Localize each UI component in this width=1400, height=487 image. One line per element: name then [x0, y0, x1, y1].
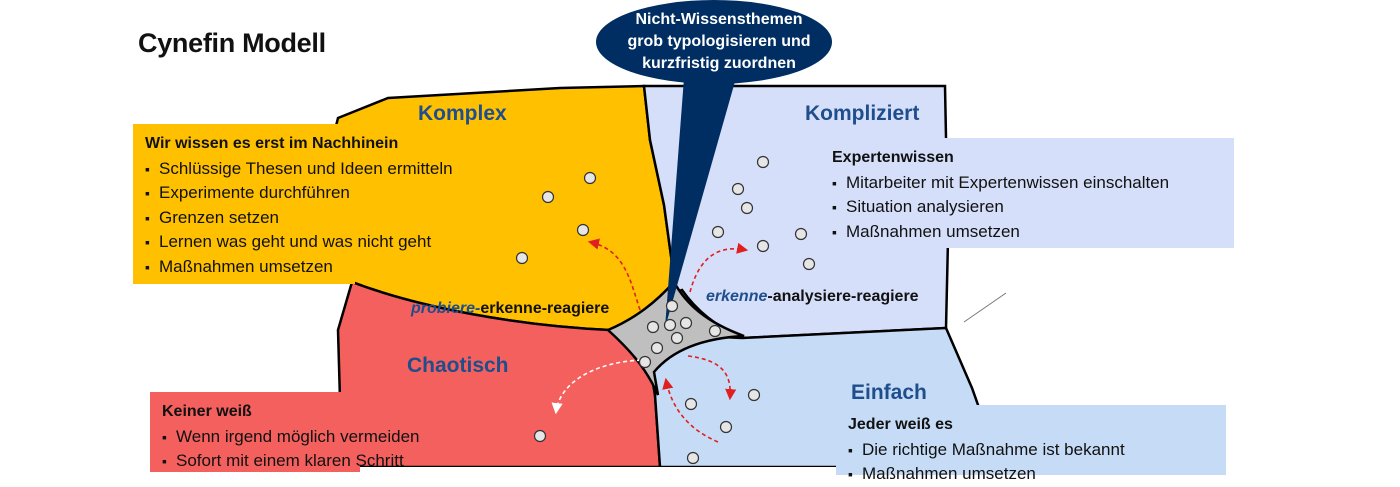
- heading-einfach: Einfach: [851, 381, 927, 404]
- einfach-list: Die richtige Maßnahme ist bekannt Maßnah…: [848, 438, 1214, 487]
- heading-komplex: Komplex: [418, 102, 507, 125]
- practice-kompliziert: erkenne-analysiere-reagiere: [706, 288, 919, 306]
- callout-line: grob typologisieren und: [627, 33, 811, 50]
- callout-pointer: [665, 78, 736, 328]
- list-item: Schlüssige Thesen und Ideen ermitteln: [145, 157, 481, 182]
- kompliziert-box: Expertenwissen Mitarbeiter mit Expertenw…: [820, 138, 1234, 248]
- list-item: Lernen was geht und was nicht geht: [145, 230, 481, 255]
- dot: [583, 171, 597, 185]
- arrow-to-komplex: [587, 238, 641, 311]
- dot: [638, 355, 652, 369]
- practice-kompliziert-rest: -analysiere-reagiere: [767, 288, 919, 305]
- dot: [515, 251, 529, 265]
- callout-line: kurzfristig zuordnen: [642, 55, 796, 72]
- arrow-to-einfach: [687, 355, 737, 401]
- list-item: Situation analysieren: [832, 195, 1222, 220]
- list-item: Grenzen setzen: [145, 206, 481, 231]
- dot: [731, 182, 745, 196]
- dot: [756, 239, 770, 253]
- dot: [576, 223, 590, 237]
- dot: [665, 299, 679, 313]
- dot: [679, 316, 693, 330]
- callout-text: Nicht-Wissensthemen grob typologisieren …: [598, 2, 840, 86]
- kompliziert-list: Mitarbeiter mit Expertenwissen einschalt…: [832, 171, 1222, 245]
- chaotisch-box: Keiner weiß Wenn irgend möglich vermeide…: [150, 392, 470, 472]
- dot: [670, 331, 684, 345]
- komplex-list: Schlüssige Thesen und Ideen ermitteln Ex…: [145, 157, 481, 280]
- dot: [650, 341, 664, 355]
- dots: [515, 155, 816, 465]
- heading-kompliziert: Kompliziert: [805, 102, 920, 125]
- dot: [711, 225, 725, 239]
- einfach-box: Jeder weiß es Die richtige Maßnahme ist …: [836, 405, 1226, 483]
- list-item: Sofort mit einem klaren Schritt: [162, 449, 458, 474]
- list-item: Maßnahmen umsetzen: [145, 255, 481, 280]
- practice-komplex: probiere-erkenne-reagiere: [411, 300, 609, 318]
- arrow-to-kompliziert: [689, 242, 749, 293]
- list-item: Wenn irgend möglich vermeiden: [162, 425, 458, 450]
- dot: [646, 320, 660, 334]
- dot: [756, 155, 770, 169]
- kompliziert-box-heading: Expertenwissen: [832, 149, 954, 166]
- dot: [663, 318, 677, 332]
- dot: [541, 190, 555, 204]
- dot: [794, 227, 808, 241]
- komplex-box: Wir wissen es erst im Nachhinein Schlüss…: [133, 124, 493, 284]
- dot: [740, 201, 754, 215]
- list-item: Maßnahmen umsetzen: [832, 220, 1222, 245]
- list-item: Mitarbeiter mit Expertenwissen einschalt…: [832, 171, 1222, 196]
- chaotisch-list: Wenn irgend möglich vermeiden Sofort mit…: [162, 425, 458, 474]
- callout-line: Nicht-Wissensthemen: [635, 11, 803, 28]
- heading-chaotisch: Chaotisch: [407, 354, 509, 377]
- page-title: Cynefin Modell: [138, 28, 326, 58]
- dot: [686, 451, 700, 465]
- practice-komplex-emphasis: probiere-: [411, 300, 481, 317]
- dot: [719, 420, 733, 434]
- practice-kompliziert-emphasis: erkenne: [706, 288, 768, 305]
- dot: [708, 324, 722, 338]
- chaotisch-box-heading: Keiner weiß: [162, 403, 252, 420]
- komplex-box-heading: Wir wissen es erst im Nachhinein: [145, 135, 399, 152]
- dot: [533, 429, 547, 443]
- arrow-einfach-to-komplex: [662, 377, 719, 443]
- dot: [747, 388, 761, 402]
- arrow-to-chaotisch: [551, 359, 649, 415]
- list-item: Maßnahmen umsetzen: [848, 462, 1214, 487]
- list-item: Experimente durchführen: [145, 181, 481, 206]
- einfach-box-heading: Jeder weiß es: [848, 416, 953, 433]
- dot: [684, 397, 698, 411]
- list-item: Die richtige Maßnahme ist bekannt: [848, 438, 1214, 463]
- callout-bubble-shape: [596, 0, 832, 84]
- stray-line: [963, 292, 1007, 323]
- dot: [802, 257, 816, 271]
- practice-komplex-rest: erkenne-reagiere: [480, 300, 610, 317]
